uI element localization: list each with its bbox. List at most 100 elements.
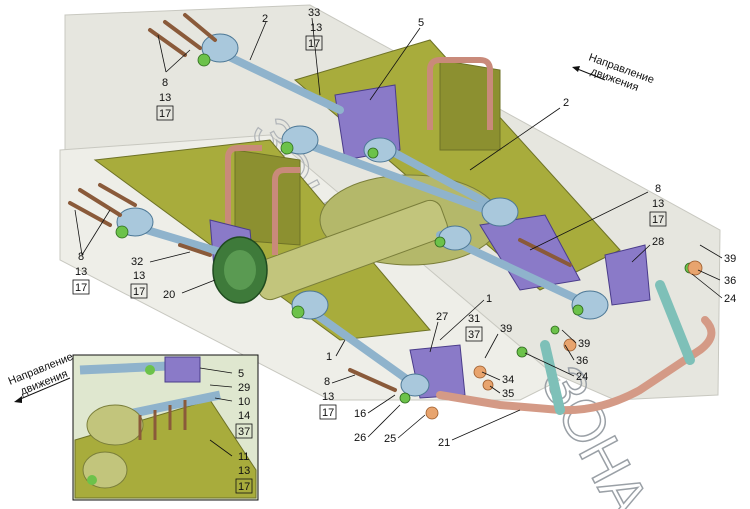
direction-arrow-inset-line	[17, 377, 71, 401]
rod-end-6	[400, 373, 430, 397]
stabilizer-link	[655, 280, 695, 365]
nuts	[115, 53, 696, 404]
u-bolt-front-2	[272, 167, 300, 255]
washer-36-upper	[687, 260, 703, 276]
callout-2b: 2	[563, 97, 569, 109]
callout-28: 28	[652, 236, 664, 248]
leader-25	[397, 414, 426, 439]
inset-nut-1	[145, 365, 155, 375]
callout-17a-box	[305, 35, 323, 51]
washers	[425, 260, 703, 420]
callout-17c-box	[649, 211, 667, 227]
leader-8c	[74, 209, 83, 256]
leader-24b	[524, 352, 575, 377]
spring-pad-rear	[439, 59, 501, 151]
inset-axle	[86, 404, 144, 446]
callout-24b: 24	[576, 371, 588, 383]
leader-27	[429, 321, 439, 353]
callout-1b: 1	[486, 293, 492, 305]
stabilizer-link-2	[540, 340, 565, 415]
nut-9	[516, 346, 528, 358]
inset-bracket	[164, 356, 201, 383]
callout-29: 29	[238, 382, 250, 394]
bolt-7	[348, 368, 397, 392]
callout-13f: 13	[322, 391, 334, 403]
callout-1a: 1	[326, 351, 332, 363]
washer-34	[473, 365, 487, 379]
callout-8c: 8	[78, 251, 84, 263]
callout-17d-box	[72, 279, 90, 295]
leader-21	[451, 409, 521, 441]
callout-17e-box	[130, 283, 148, 299]
callout-13d: 13	[75, 266, 87, 278]
nut-4	[115, 225, 129, 239]
callout-37i-box	[235, 423, 253, 439]
callout-17f: 17	[322, 407, 334, 419]
callout-10: 10	[238, 396, 250, 408]
leader-34	[481, 371, 501, 381]
reactive-rod-v	[376, 141, 504, 214]
callout-21: 21	[438, 437, 450, 449]
bolt-5	[78, 188, 122, 217]
stabilizer-bracket-upper	[604, 244, 651, 306]
callout-8b: 8	[655, 183, 661, 195]
callout-labels: 2 33 13 17 5 8 13 17 2 8 13 17 8 13 17 3…	[72, 7, 736, 494]
leader-28	[631, 244, 651, 263]
callout-37i: 37	[238, 426, 250, 438]
callout-16: 16	[354, 408, 366, 420]
callout-13c: 13	[652, 198, 664, 210]
leader-5i	[199, 367, 233, 374]
nut-5	[291, 305, 305, 319]
callout-5i: 5	[238, 368, 244, 380]
nut-8	[572, 304, 584, 316]
callout-33: 33	[308, 7, 320, 19]
callout-36b: 36	[576, 355, 588, 367]
nut-7	[434, 236, 446, 248]
callout-36a: 36	[724, 275, 736, 287]
u-bolt-rear-1	[427, 57, 493, 130]
leader-36a	[697, 269, 721, 281]
reactive-rod-lower	[306, 306, 419, 389]
brake-drum-hub	[224, 250, 256, 290]
leader-29	[209, 384, 233, 388]
leader-32	[149, 251, 191, 263]
leader-20	[181, 279, 216, 294]
spring-pad-front	[234, 149, 301, 246]
callout-5: 5	[418, 17, 424, 29]
leader-26	[367, 404, 401, 438]
leader-33	[311, 17, 321, 96]
callout-8d: 8	[324, 376, 330, 388]
washer-35	[482, 379, 494, 391]
bolt-9	[178, 243, 212, 257]
callout-39a: 39	[724, 253, 736, 265]
callout-11: 11	[238, 451, 249, 463]
callout-17a: 17	[308, 38, 320, 50]
callout-14: 14	[238, 410, 250, 422]
callout-39c: 39	[578, 338, 590, 350]
inset-nut-2	[87, 475, 97, 485]
direction-indicator-inset: Направление движения	[7, 351, 75, 403]
nut-3	[367, 147, 379, 159]
callout-17e: 17	[133, 286, 145, 298]
washer-25	[425, 406, 439, 420]
callout-37a-box	[465, 326, 483, 342]
leader-39a	[699, 244, 723, 259]
leader-8c-2	[81, 209, 111, 256]
nut-1	[197, 53, 211, 67]
leader-8d	[331, 374, 356, 384]
bolt-6	[98, 183, 137, 207]
nut-11	[550, 325, 560, 335]
callout-17b: 17	[159, 108, 171, 120]
leader-24a	[691, 273, 723, 299]
leader-10	[214, 397, 233, 402]
callout-34: 34	[502, 374, 514, 386]
direction-arrow-right-head	[572, 66, 580, 72]
u-bolts	[225, 57, 493, 255]
callout-37a: 37	[468, 329, 480, 341]
direction-indicator-right: Направление движения	[572, 52, 656, 94]
leader-1b	[439, 299, 485, 341]
callout-32: 32	[131, 256, 143, 268]
reactive-rod-upper	[211, 46, 344, 114]
callout-17i-box	[235, 478, 253, 494]
leader-11	[209, 439, 233, 457]
